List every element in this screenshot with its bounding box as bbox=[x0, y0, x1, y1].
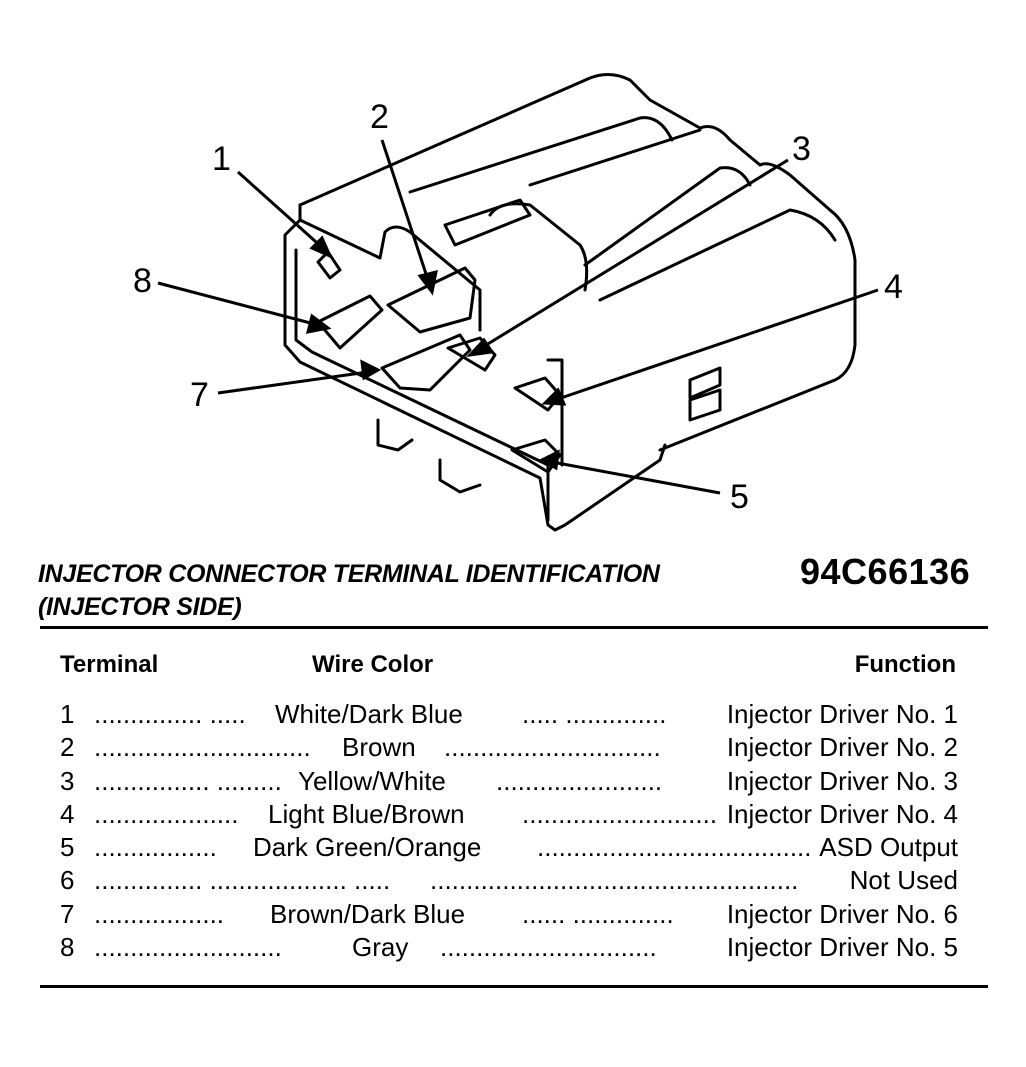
dot-leader: ................. bbox=[94, 832, 217, 862]
terminal-number: 1 bbox=[60, 699, 75, 729]
dot-trailer: .............................. bbox=[444, 732, 661, 762]
terminal-function: Injector Driver No. 2 bbox=[726, 732, 958, 762]
terminal-function: ASD Output bbox=[819, 832, 958, 862]
bottom-rule bbox=[40, 985, 988, 988]
terminal-function: Injector Driver No. 1 bbox=[726, 699, 958, 729]
table-row: 6 ............... ................... ..… bbox=[0, 863, 1026, 897]
header-terminal: Terminal bbox=[60, 651, 159, 678]
bottom-tab-2 bbox=[438, 458, 482, 494]
leader-arrow-2 bbox=[380, 139, 430, 281]
terminal-3-blade bbox=[446, 336, 497, 372]
dot-trailer: ........................................… bbox=[430, 865, 799, 895]
dot-leader: .................... bbox=[94, 799, 239, 829]
terminal-function: Injector Driver No. 6 bbox=[726, 899, 958, 929]
wire-color: Gray bbox=[352, 932, 409, 962]
arrowhead-2 bbox=[417, 269, 438, 296]
housing-rib-3 bbox=[583, 166, 752, 267]
wire-color: Light Blue/Brown bbox=[268, 799, 465, 829]
injector-connector-drawing bbox=[157, 73, 879, 532]
dot-trailer: ..... .............. bbox=[522, 699, 667, 729]
leader-arrow-5 bbox=[551, 460, 721, 495]
leader-arrow-8 bbox=[157, 281, 319, 327]
wire-color: White/Dark Blue bbox=[275, 699, 463, 729]
dot-leader: ................ ......... bbox=[94, 766, 282, 796]
table-row: 5 ................. Dark Green/Orange ..… bbox=[0, 830, 1026, 864]
table-row: 2 .............................. Brown .… bbox=[0, 730, 1026, 764]
table-row: 1 ............... ..... White/Dark Blue … bbox=[0, 697, 1026, 731]
table-row: 7 .................. Brown/Dark Blue ...… bbox=[0, 897, 1026, 931]
callout-3: 3 bbox=[792, 130, 811, 168]
figure-id: 94C66136 bbox=[800, 551, 971, 592]
leader-arrow-7 bbox=[217, 370, 369, 395]
header-wire-color: Wire Color bbox=[312, 651, 434, 678]
dot-leader: ............... ..... bbox=[94, 699, 246, 729]
table-row: 3 ................ ......... Yellow/Whit… bbox=[0, 764, 1026, 798]
leader-arrow-1 bbox=[236, 170, 327, 252]
arrowhead-4 bbox=[541, 387, 567, 406]
front-face-right-wall bbox=[546, 358, 564, 467]
housing-rib-2 bbox=[528, 128, 702, 187]
housing-step bbox=[488, 202, 589, 292]
callout-8: 8 bbox=[133, 262, 152, 300]
terminal-number: 3 bbox=[60, 766, 75, 796]
side-latch bbox=[688, 366, 722, 422]
terminal-function: Injector Driver No. 5 bbox=[726, 932, 958, 962]
arrowhead-5 bbox=[538, 449, 560, 471]
dot-trailer: ...... .............. bbox=[522, 899, 674, 929]
dot-trailer: .............................. bbox=[440, 932, 657, 962]
leader-arrow-3 bbox=[477, 158, 789, 352]
callout-4: 4 bbox=[884, 268, 903, 306]
top-rule bbox=[40, 626, 988, 629]
bottom-tab-1 bbox=[376, 418, 414, 452]
terminal-number: 6 bbox=[60, 865, 75, 895]
terminal-function: Not Used bbox=[849, 865, 958, 895]
terminal-function: Injector Driver No. 4 bbox=[726, 799, 958, 829]
leader-arrow-4 bbox=[554, 288, 879, 402]
callout-2: 2 bbox=[370, 98, 389, 136]
dot-trailer: ...................................... bbox=[537, 832, 812, 862]
table-row: 8 .......................... Gray ......… bbox=[0, 930, 1026, 964]
wire-color: Brown bbox=[342, 732, 416, 762]
front-face-inner bbox=[298, 218, 482, 332]
wire-color: Brown/Dark Blue bbox=[270, 899, 466, 929]
terminal-number: 2 bbox=[60, 732, 75, 762]
housing-rib-4 bbox=[598, 208, 837, 302]
front-face-frame bbox=[294, 248, 550, 522]
figure-title-line2: (INJECTOR SIDE) bbox=[38, 593, 242, 621]
dot-leader: .............................. bbox=[94, 732, 311, 762]
arrowhead-3 bbox=[466, 337, 495, 358]
dot-trailer: ........................... bbox=[522, 799, 718, 829]
arrowhead-1 bbox=[309, 235, 333, 259]
figure-title: INJECTOR CONNECTOR TERMINAL IDENTIFICATI… bbox=[38, 558, 660, 624]
connector-front-face bbox=[283, 203, 667, 532]
table-row: 4 .................... Light Blue/Brown … bbox=[0, 797, 1026, 831]
wire-color: Dark Green/Orange bbox=[253, 832, 482, 862]
callout-7: 7 bbox=[190, 376, 209, 414]
terminal-number: 5 bbox=[60, 832, 75, 862]
dot-trailer: ....................... bbox=[496, 766, 663, 796]
arrowhead-8 bbox=[305, 313, 332, 334]
wire-color: Yellow/White bbox=[298, 766, 446, 796]
terminal-8-blade bbox=[316, 294, 384, 350]
housing-rib-1 bbox=[408, 116, 674, 194]
terminal-function: Injector Driver No. 3 bbox=[726, 766, 958, 796]
header-function: Function bbox=[854, 651, 956, 678]
dot-leader: .................. bbox=[94, 899, 225, 929]
dot-leader: ............... ................... ....… bbox=[94, 865, 391, 895]
arrowhead-7 bbox=[360, 359, 382, 381]
terminal-2-blade bbox=[386, 266, 477, 334]
callout-1: 1 bbox=[212, 140, 231, 178]
terminal-number: 4 bbox=[60, 799, 75, 829]
connector-housing-top bbox=[298, 73, 857, 452]
figure-title-line1: INJECTOR CONNECTOR TERMINAL IDENTIFICATI… bbox=[38, 560, 660, 588]
terminal-5-blade bbox=[510, 438, 562, 474]
terminal-number: 8 bbox=[60, 932, 75, 962]
callout-5: 5 bbox=[730, 478, 749, 516]
housing-latch bbox=[443, 198, 532, 247]
terminal-number: 7 bbox=[60, 899, 75, 929]
terminal-1-slot bbox=[316, 250, 342, 280]
dot-leader: .......................... bbox=[94, 932, 282, 962]
terminal-7-blade bbox=[380, 333, 472, 392]
